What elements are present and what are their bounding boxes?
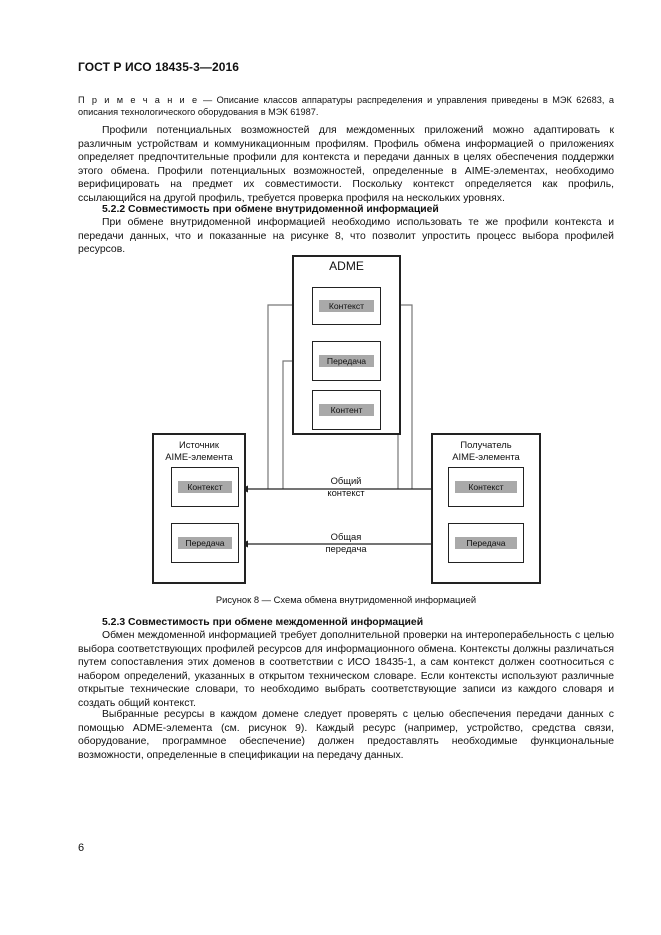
target-transfer-label: Передача — [455, 537, 517, 549]
adme-content-box: Контент — [312, 390, 381, 430]
heading-5-2-3: 5.2.3 Совместимость при обмене междоменн… — [102, 617, 424, 628]
page-number: 6 — [78, 842, 85, 854]
paragraph-intradomain: При обмене внутридоменной информацией не… — [78, 217, 614, 256]
paragraph-profiles: Профили потенциальных возможностей для м… — [78, 125, 614, 204]
adme-content-label: Контент — [319, 404, 374, 416]
target-transfer-box: Передача — [448, 523, 524, 563]
paragraph-interdomain: Обмен междоменной информацией требует до… — [78, 630, 614, 709]
adme-context-box: Контекст — [312, 287, 381, 325]
common-transfer-label: Общая передача — [325, 531, 367, 554]
note-label: П р и м е ч а н и е — [78, 95, 199, 105]
heading-5-2-2: 5.2.2 Совместимость при обмене внутридом… — [102, 204, 439, 215]
adme-context-label: Контекст — [319, 300, 374, 312]
document-header: ГОСТ Р ИСО 18435-3—2016 — [78, 60, 240, 74]
note: П р и м е ч а н и е — Описание классов а… — [78, 94, 614, 118]
source-transfer-box: Передача — [171, 523, 239, 563]
target-context-box: Контекст — [448, 467, 524, 507]
target-aime-title: Получатель AIME-элемента — [452, 439, 520, 462]
figure-caption: Рисунок 8 — Схема обмена внутридоменной … — [215, 594, 477, 605]
common-context-label: Общий контекст — [327, 475, 365, 498]
adme-transfer-label: Передача — [319, 355, 374, 367]
paragraph-resources: Выбранные ресурсы в каждом домене следуе… — [78, 709, 614, 761]
note-text: — Описание классов аппаратуры распределе… — [78, 95, 614, 117]
adme-transfer-box: Передача — [312, 341, 381, 381]
adme-title: ADME — [329, 259, 364, 273]
source-context-label: Контекст — [178, 481, 232, 493]
target-context-label: Контекст — [455, 481, 517, 493]
source-aime-title: Источник AIME-элемента — [165, 439, 233, 462]
source-transfer-label: Передача — [178, 537, 232, 549]
source-context-box: Контекст — [171, 467, 239, 507]
